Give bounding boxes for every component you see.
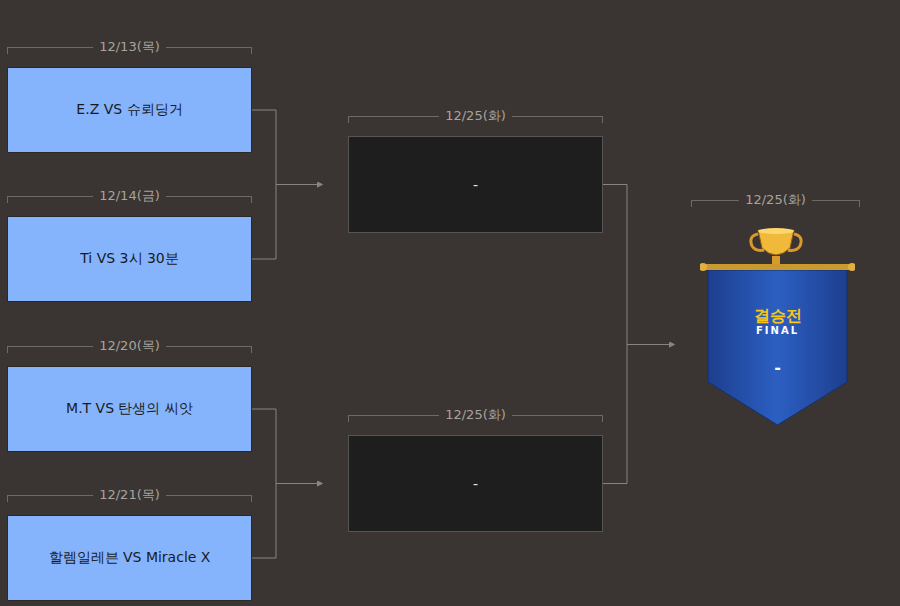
date-header: 12/20(목) bbox=[7, 336, 252, 358]
bracket-connector bbox=[252, 484, 322, 559]
final-subtitle: FINAL bbox=[700, 325, 855, 336]
date-header: 12/21(목) bbox=[7, 485, 252, 507]
date-text: 12/21(목) bbox=[93, 485, 166, 505]
match-text: E.Z VS 슈뢰딩거 bbox=[76, 101, 182, 119]
match-box: M.T VS 탄생의 씨앗 bbox=[7, 366, 252, 452]
bracket-connector bbox=[252, 185, 322, 260]
final-title: 결승전 bbox=[700, 306, 855, 327]
final-result: - bbox=[700, 358, 855, 377]
match-box: 할렘일레븐 VS Miracle X bbox=[7, 515, 252, 601]
result-box: - bbox=[348, 136, 603, 233]
match-node: 12/21(목) 할렘일레븐 VS Miracle X bbox=[7, 485, 252, 601]
bracket-connector bbox=[603, 185, 674, 345]
date-header: 12/25(화) bbox=[691, 190, 860, 212]
date-header: 12/25(화) bbox=[348, 106, 603, 128]
date-text: 12/14(금) bbox=[93, 186, 166, 206]
result-text: - bbox=[473, 476, 478, 492]
match-node: 12/13(목) E.Z VS 슈뢰딩거 bbox=[7, 37, 252, 153]
match-node: 12/20(목) M.T VS 탄생의 씨앗 bbox=[7, 336, 252, 452]
match-node: 12/14(금) Ti VS 3시 30분 bbox=[7, 186, 252, 302]
bracket-connector bbox=[603, 345, 674, 484]
date-text: 12/13(목) bbox=[93, 37, 166, 57]
date-text: 12/25(화) bbox=[439, 106, 512, 126]
match-text: 할렘일레븐 VS Miracle X bbox=[49, 549, 211, 567]
result-text: - bbox=[473, 177, 478, 193]
bracket-connector bbox=[252, 110, 322, 185]
match-box: E.Z VS 슈뢰딩거 bbox=[7, 67, 252, 153]
date-header: 12/13(목) bbox=[7, 37, 252, 59]
match-text: Ti VS 3시 30분 bbox=[80, 250, 179, 268]
date-text: 12/25(화) bbox=[439, 405, 512, 425]
final-node: 12/25(화) 결승전FINAL - bbox=[691, 190, 860, 427]
match-text: M.T VS 탄생의 씨앗 bbox=[66, 400, 193, 418]
match-node: 12/25(화) - bbox=[348, 106, 603, 233]
final-banner: 결승전FINAL - bbox=[700, 262, 855, 427]
date-header: 12/25(화) bbox=[348, 405, 603, 427]
match-box: Ti VS 3시 30분 bbox=[7, 216, 252, 302]
bracket-connector bbox=[252, 409, 322, 484]
match-node: 12/25(화) - bbox=[348, 405, 603, 532]
date-text: 12/20(목) bbox=[93, 336, 166, 356]
result-box: - bbox=[348, 435, 603, 532]
date-text: 12/25(화) bbox=[739, 190, 812, 210]
date-header: 12/14(금) bbox=[7, 186, 252, 208]
banner-shape bbox=[700, 262, 855, 427]
